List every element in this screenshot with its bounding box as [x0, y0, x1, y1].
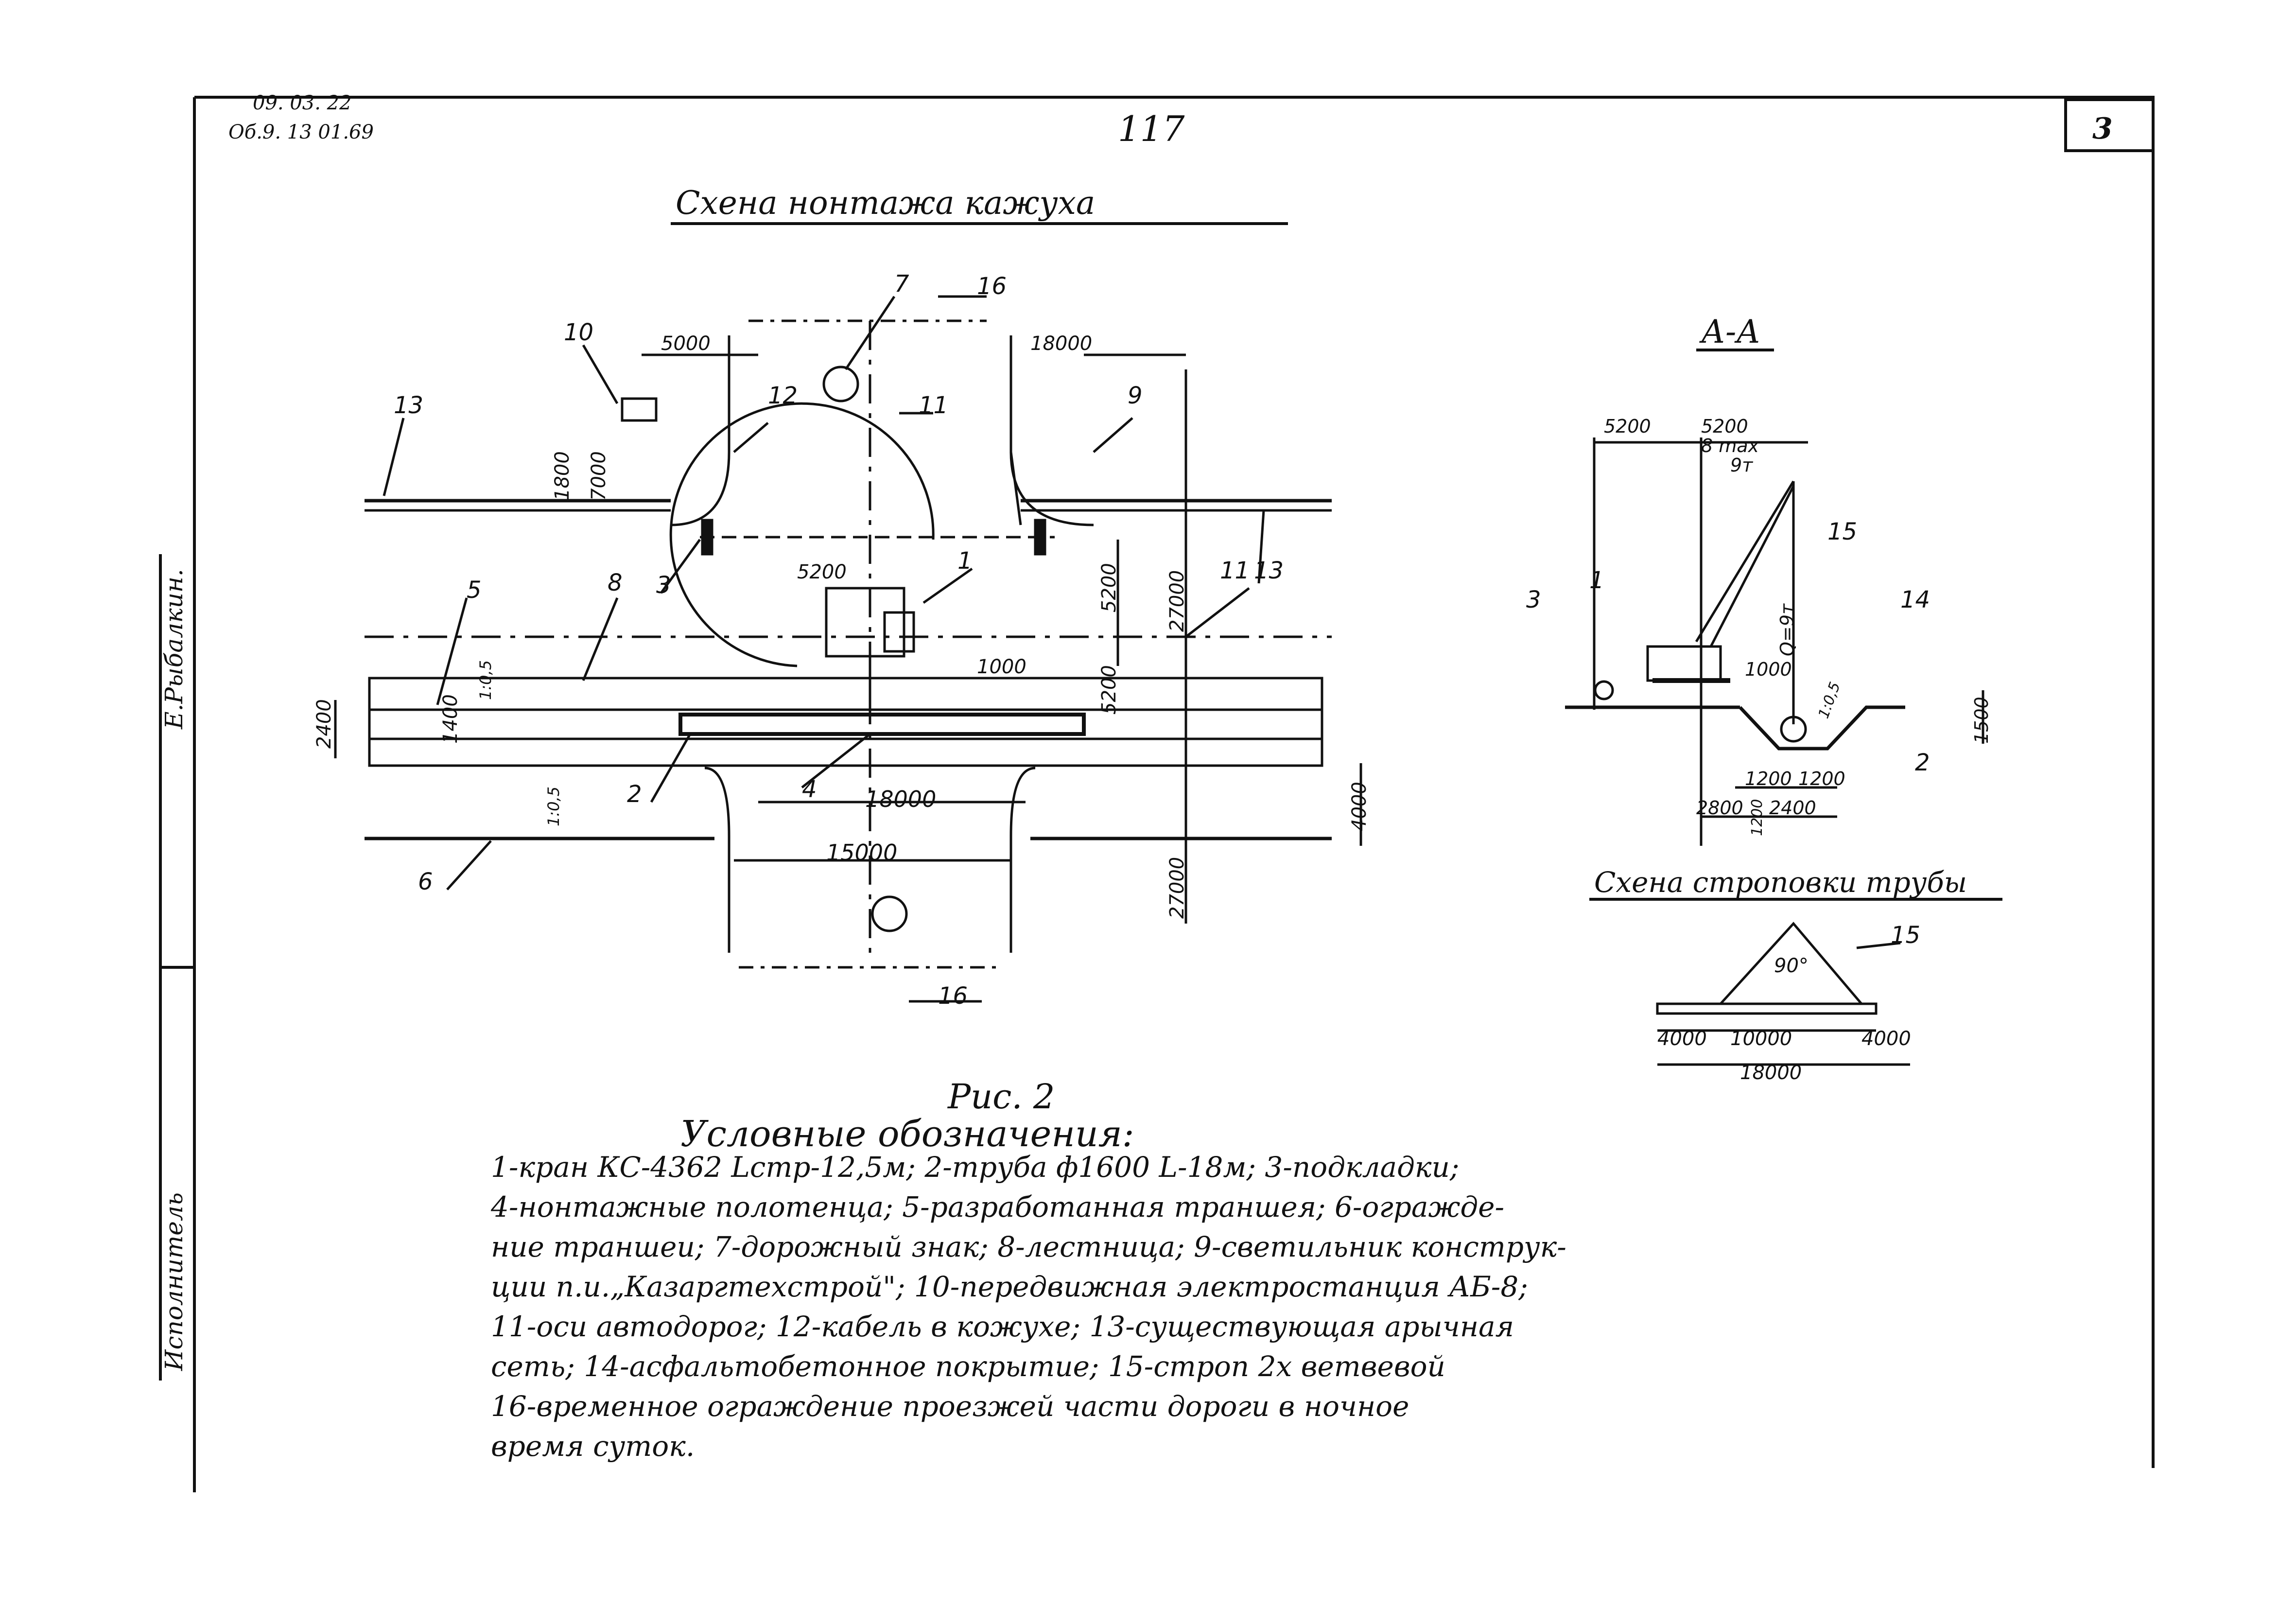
generator-symbol	[621, 397, 658, 422]
section-callout: 1	[1589, 567, 1604, 594]
plan-dim: 5000	[661, 332, 711, 355]
legend: 1-кран КС-4362 Lстр-12,5м; 2-труба ф1600…	[491, 1147, 1682, 1466]
legend-line: 1-кран КС-4362 Lстр-12,5м; 2-труба ф1600…	[491, 1151, 1460, 1184]
section-callout: 14	[1900, 586, 1930, 613]
legend-title: Условные обозначения:	[680, 1113, 1134, 1155]
plan-dim: 5200	[1098, 665, 1120, 715]
doc-code-2: Об.9. 13 01.69	[228, 121, 374, 143]
plan-callout: 3	[656, 572, 671, 599]
section-callout: 3	[1526, 586, 1541, 613]
plan-callout: 16	[938, 982, 968, 1010]
plan-callout: 12	[768, 382, 798, 409]
section-slope: 1:0,5	[1815, 680, 1844, 720]
executor-label: Исполнитель	[160, 1192, 188, 1371]
plan-callout: 13	[394, 392, 423, 419]
sling-dim: 10000	[1730, 1028, 1792, 1050]
sling-angle: 90°	[1774, 955, 1809, 977]
plan-callout: 9	[1128, 382, 1143, 409]
figure-label: Рис. 2	[948, 1077, 1055, 1117]
plan-dim: 1400	[439, 694, 462, 744]
plan-dim: 4000	[1348, 782, 1371, 831]
legend-line: ние траншеи; 7-дорожный знак; 8-лестница…	[491, 1230, 1566, 1263]
plan-dim: 18000	[1030, 332, 1092, 355]
sling-dim: 18000	[1740, 1062, 1802, 1084]
plan-dim: 1000	[977, 656, 1026, 678]
plan-callout: 11	[919, 392, 948, 419]
section-dim: 1200	[1749, 799, 1766, 836]
section-dim: 1500	[1971, 697, 1992, 744]
section-aa	[1565, 437, 1984, 846]
legend-line: 11-оси автодорог; 12-кабель в кожухе; 13…	[491, 1310, 1514, 1343]
section-dim: 5200	[1701, 416, 1748, 437]
section-dim: Q=9т	[1776, 603, 1798, 656]
plan-callout: 2	[627, 781, 642, 808]
legend-line: сеть; 14-асфальтобетонное покрытие; 15-с…	[491, 1350, 1445, 1383]
section-title: А-А	[1699, 313, 1760, 350]
plan-dim: 27000	[1166, 857, 1188, 919]
plan-dim: 1800	[551, 451, 574, 501]
plan-callout: 1	[957, 547, 973, 575]
plan-slope: 1:0,5	[476, 660, 495, 700]
plan-dim: 18000	[865, 786, 936, 812]
plan-dim: 15000	[826, 839, 897, 866]
sling-title: Схена строповки трубы	[1594, 866, 1967, 899]
plan-dim: 5200	[1098, 563, 1120, 612]
section-dim: 5200	[1604, 416, 1651, 437]
sheet-number: 3	[2092, 112, 2113, 146]
section-dim: 9т	[1730, 454, 1754, 476]
section-callout: 2	[1915, 749, 1930, 776]
section-dim: 1000	[1745, 659, 1792, 680]
plan-dim: 2400	[313, 699, 335, 749]
plan-callout: 7	[894, 270, 909, 297]
plan-callout: 16	[977, 273, 1007, 300]
plan-view	[334, 295, 1362, 1003]
section-dim: 8 max	[1701, 435, 1759, 456]
executor-name: Е.Рыбалкин.	[160, 569, 188, 730]
plan-dim: 27000	[1166, 570, 1188, 632]
section-dim: 1200	[1798, 768, 1845, 789]
sling-callout: 15	[1891, 922, 1920, 949]
doc-code-1: 09. 03. 22	[253, 92, 352, 114]
section-dim: 1200	[1745, 768, 1792, 789]
road-sign-top	[822, 366, 859, 402]
plan-callout: 8	[608, 569, 623, 596]
sling-dim: 4000	[1657, 1028, 1707, 1050]
plan-dim: 7000	[588, 451, 610, 501]
section-dim: 2800	[1696, 797, 1743, 819]
plan-callout: 10	[564, 319, 593, 346]
main-title: Схена нонтажа кажуха	[676, 184, 1095, 222]
sling-scheme	[1656, 922, 1910, 1066]
road-sign-bottom	[871, 895, 908, 932]
plan-callout: 5	[467, 577, 482, 604]
plan-callout: 6	[418, 868, 433, 895]
section-callout: 15	[1827, 518, 1857, 545]
sheet-number-box	[2064, 98, 2155, 152]
plan-dim: 5200	[797, 561, 847, 583]
sling-dim: 4000	[1861, 1028, 1911, 1050]
plan-slope: 1:0,5	[544, 787, 563, 826]
sheet-frame	[194, 96, 2155, 1468]
legend-line: 4-нонтажные полотенца; 5-разработанная т…	[491, 1190, 1505, 1223]
plan-callout: 4	[802, 776, 817, 803]
legend-line: ции п.и.„Казаргтехстрой"; 10-передвижная…	[491, 1270, 1528, 1303]
section-dim: 2400	[1769, 797, 1816, 819]
legend-line: время суток.	[491, 1430, 695, 1463]
plan-callout: 11	[1220, 557, 1250, 584]
plan-callout: 13	[1254, 557, 1284, 584]
page-number: 117	[1118, 108, 1185, 149]
legend-line: 16-временное ограждение проезжей части д…	[491, 1390, 1409, 1423]
